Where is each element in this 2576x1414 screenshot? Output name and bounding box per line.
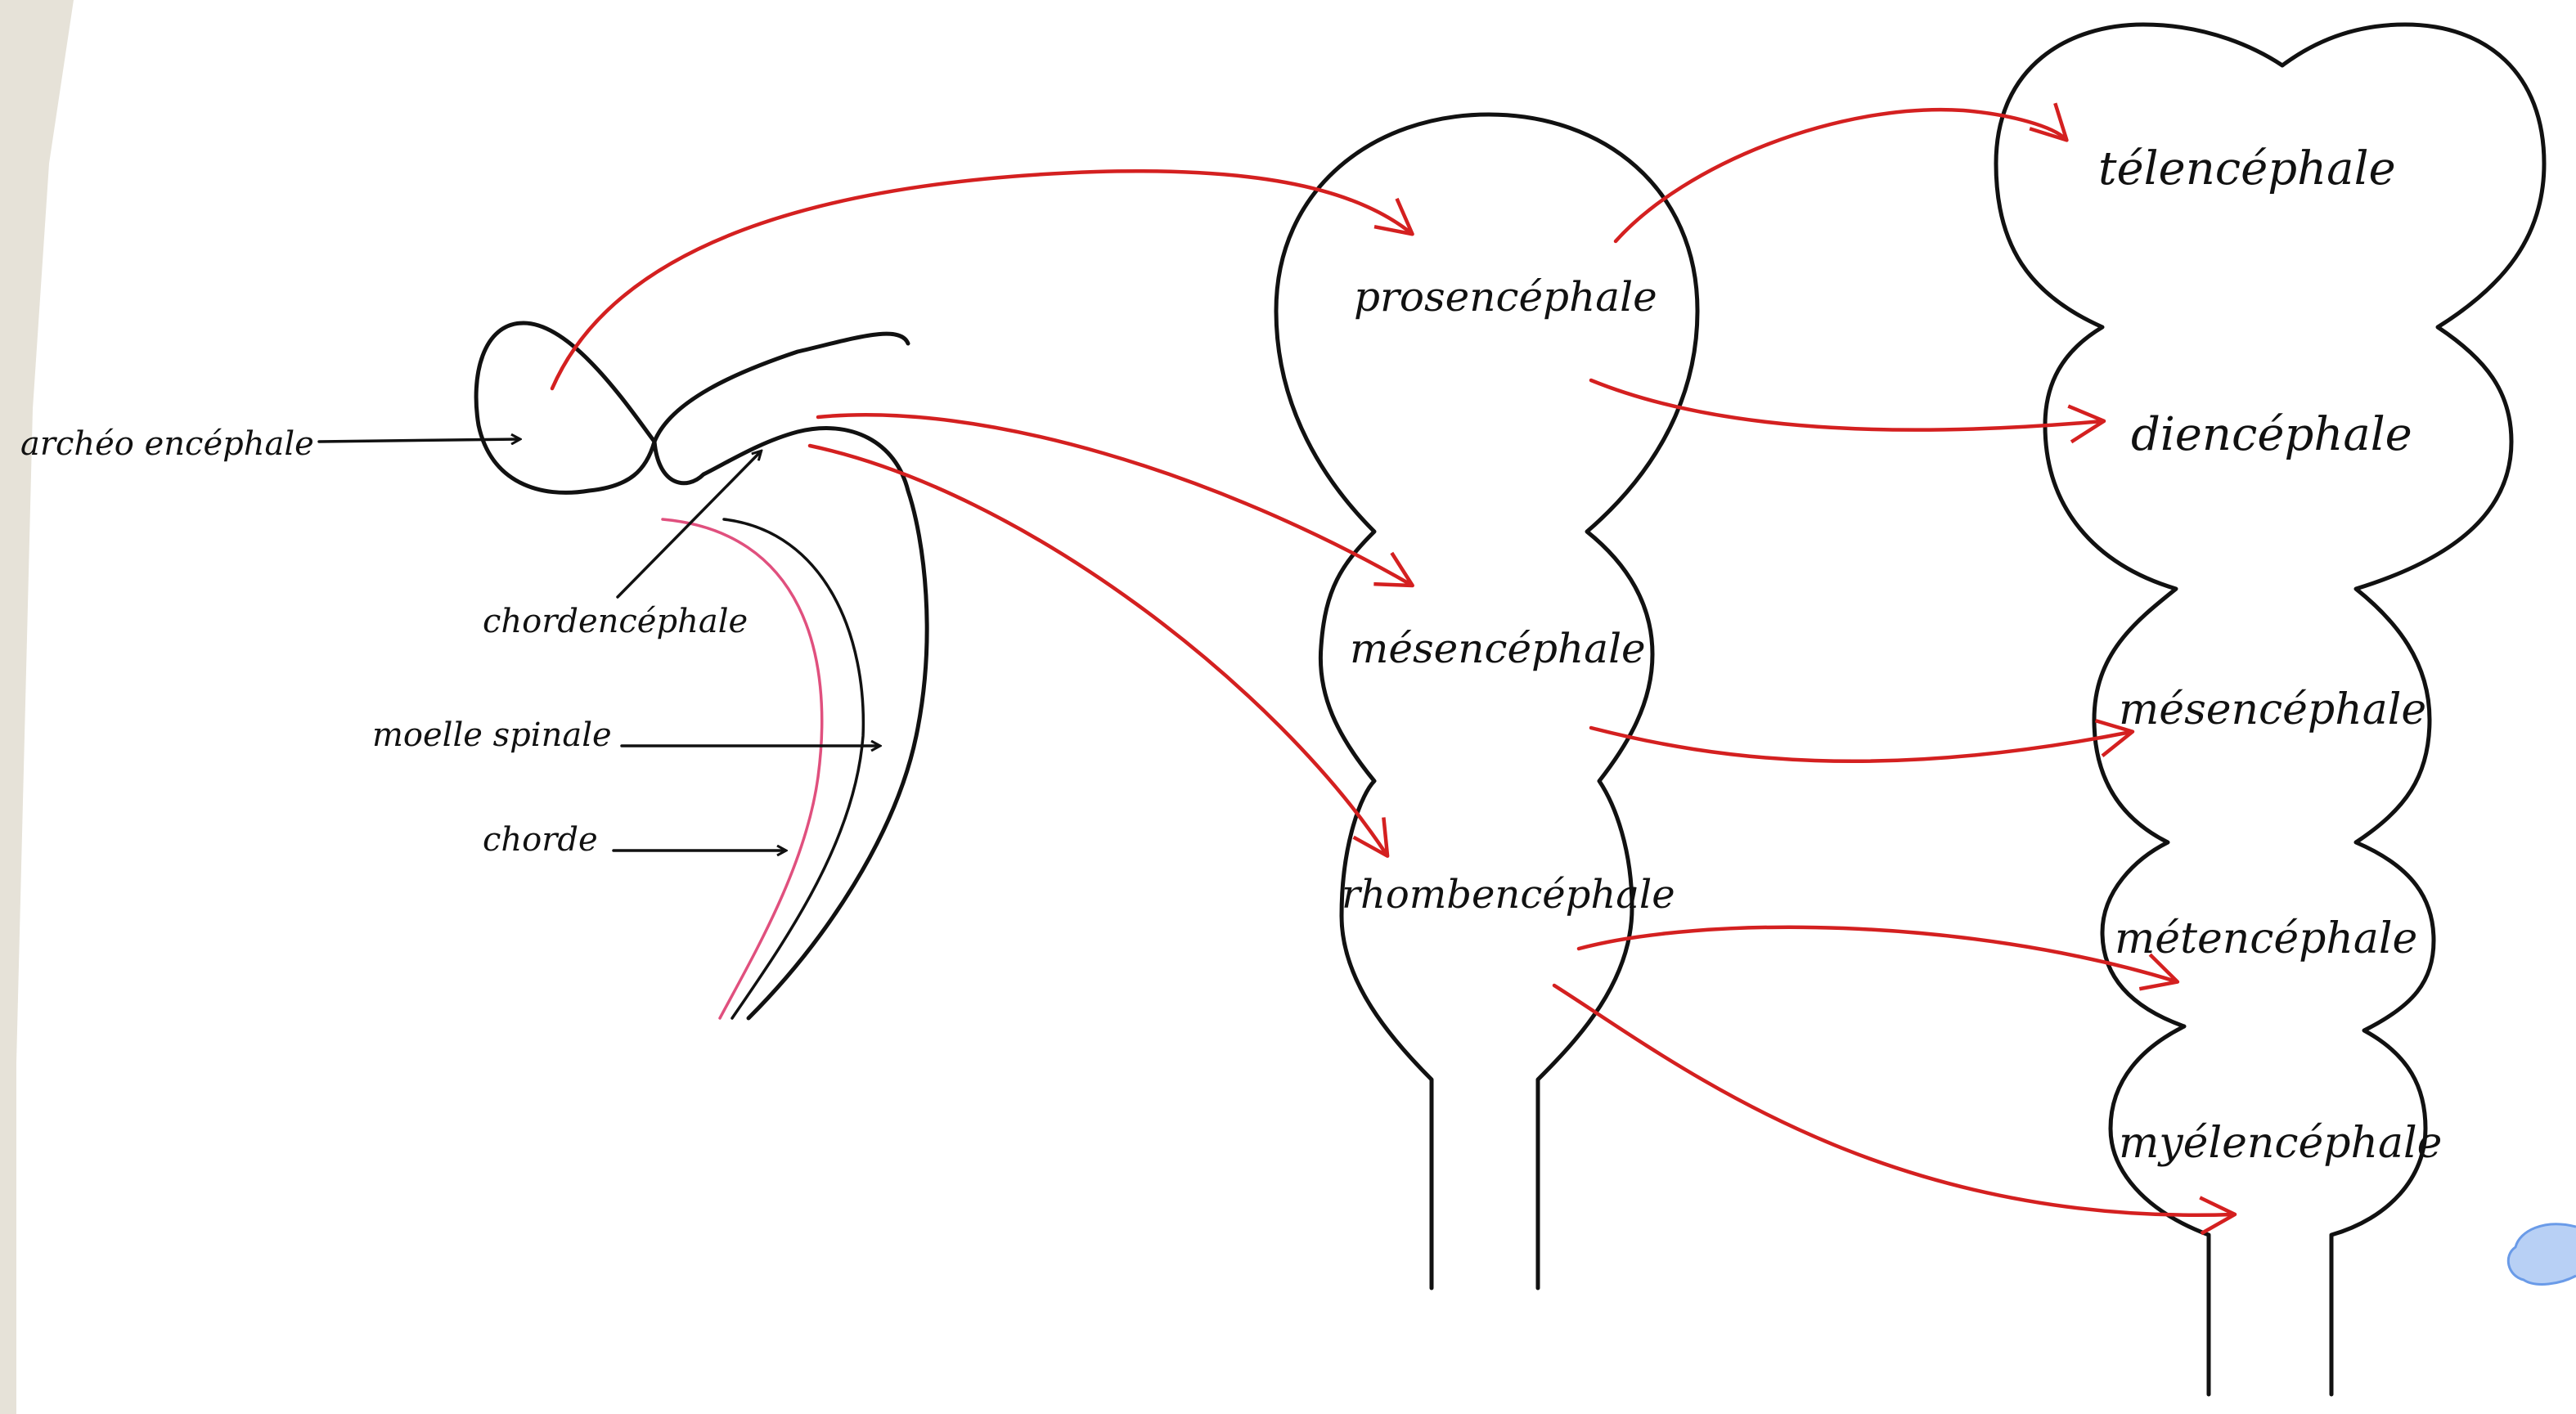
archeo-bulge <box>474 321 657 495</box>
embryo-head-outline-top <box>652 331 910 444</box>
archeo-arrow <box>317 439 519 442</box>
paper-edge <box>0 0 74 1414</box>
chorden-arrow <box>616 451 761 599</box>
label-moelle-spinale: moelle spinale <box>372 716 612 754</box>
label-prosencephale: prosencéphale <box>1354 273 1657 321</box>
blue-doodle <box>2506 1223 2576 1286</box>
three-vesicle-outline <box>1274 112 1700 1291</box>
label-metencephale: métencéphale <box>2115 914 2417 963</box>
label-mesencephale-stage2: mésencéphale <box>1350 625 1646 672</box>
arrow-head-to-mesencephale <box>816 413 1414 588</box>
stage3-five-vesicles: télencéphale diencéphale mésencéphale mé… <box>1994 22 2547 1397</box>
arrow-rhomb-to-myelencephale <box>1552 983 2237 1236</box>
label-chorde: chorde <box>483 821 598 859</box>
five-vesicle-outline <box>1994 22 2547 1397</box>
label-myelencephale: myélencéphale <box>2119 1119 2442 1168</box>
label-rhombencephale: rhombencéphale <box>1342 872 1675 918</box>
chorde-line <box>661 518 824 1020</box>
arrow-head-to-rhombencephale <box>807 443 1390 858</box>
label-archeo-encephale: archéo encéphale <box>20 425 314 463</box>
arrow-mes-to-mesencephale <box>1589 718 2135 764</box>
label-mesencephale-stage3: mésencéphale <box>2119 685 2426 734</box>
arrow-archeo-to-prosencephale <box>550 169 1414 391</box>
moelle-spinale-line <box>722 518 865 1020</box>
arrow-pros-to-telencephale <box>1613 102 2069 244</box>
label-diencephale: diencéphale <box>2131 408 2412 461</box>
embryo-head-outline <box>652 426 929 1021</box>
arrow-rhomb-to-metencephale <box>1576 925 2180 991</box>
stage1-embryo: archéo encéphale chordencéphale moelle s… <box>20 321 929 1021</box>
red-arrows <box>550 102 2237 1236</box>
stage2-three-vesicles: prosencéphale mésencéphale rhombencéphal… <box>1274 112 1700 1291</box>
arrow-pros-to-diencephale <box>1589 378 2106 444</box>
label-telencephale: télencéphale <box>2098 142 2396 195</box>
label-chordencephale: chordencéphale <box>483 603 748 640</box>
